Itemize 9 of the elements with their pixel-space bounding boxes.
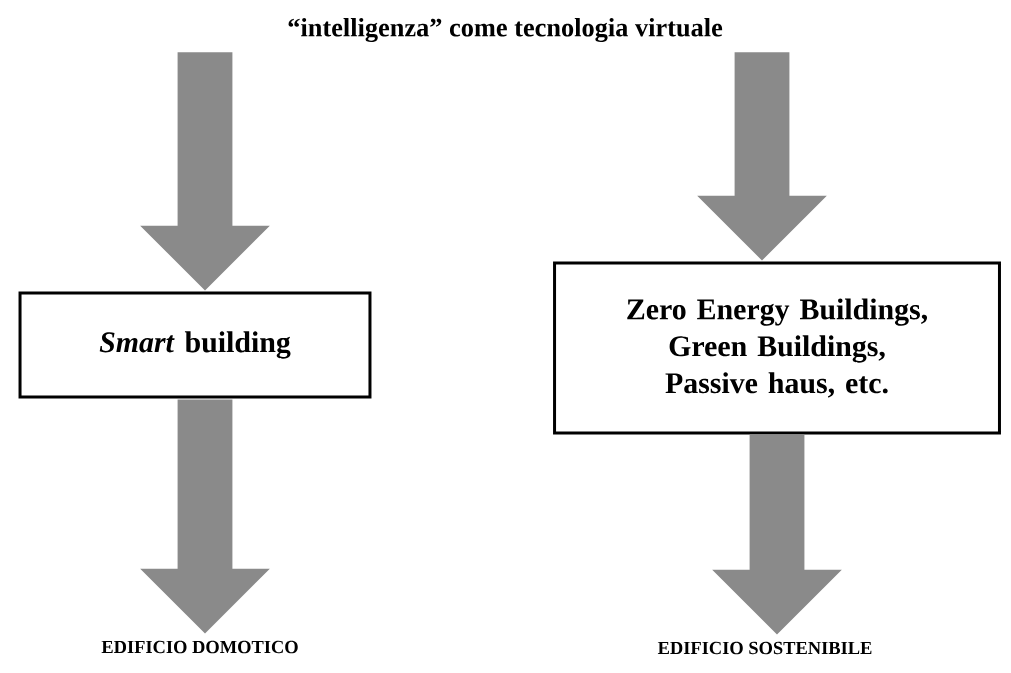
result-label: EDIFICIO SOSTENIBILE <box>657 641 872 655</box>
block-arrow <box>140 399 270 634</box>
block-arrow <box>697 52 827 261</box>
block-arrow <box>712 434 842 635</box>
block-arrow <box>140 52 270 291</box>
heading-text: “intelligenza” come tecnologia virtuale <box>288 17 723 43</box>
result-label: EDIFICIO DOMOTICO <box>101 640 298 654</box>
text-box: Zero Energy Buildings, Green Buildings, Passive haus, etc. <box>553 261 1001 435</box>
text-box: Smart building <box>18 291 372 399</box>
